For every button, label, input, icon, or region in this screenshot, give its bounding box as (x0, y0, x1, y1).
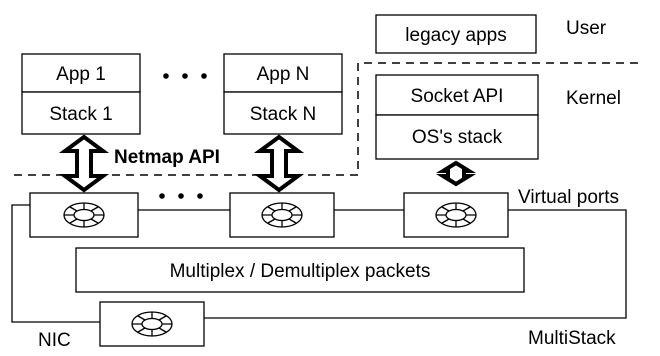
netmap-api-label: Netmap API (114, 147, 220, 168)
fabric-right-line (204, 209, 627, 319)
app-ellipsis (163, 73, 207, 79)
port-ellipsis (159, 193, 203, 199)
virtual-ports-label: Virtual ports (518, 187, 619, 208)
virtual-port-1 (29, 192, 139, 238)
kernel-stack-box: Socket API OS's stack (375, 74, 539, 160)
nic-label: NIC (38, 330, 71, 351)
legacy-apps-label: legacy apps (405, 25, 506, 46)
app-1-label: App 1 (56, 64, 106, 85)
netmap-arrow-right (253, 134, 305, 193)
kernel-domain-label: Kernel (566, 88, 621, 109)
virtual-port-kernel (403, 192, 509, 238)
legacy-apps-box: legacy apps (375, 14, 537, 54)
mux-label: Multiplex / Demultiplex packets (170, 261, 431, 282)
user-kernel-boundary (14, 62, 640, 176)
app-n-label: App N (257, 64, 310, 85)
nic-port (99, 301, 205, 347)
stack-n-label: Stack N (250, 104, 317, 125)
mux-box: Multiplex / Demultiplex packets (75, 247, 525, 293)
app-n-box: App N Stack N (223, 53, 343, 135)
os-stack-arrow (435, 160, 477, 187)
app-1-box: App 1 Stack 1 (21, 53, 141, 135)
user-domain-label: User (566, 18, 607, 39)
virtual-port-n (229, 192, 335, 238)
multistack-label: MultiStack (528, 328, 616, 349)
os-stack-label: OS's stack (412, 127, 503, 148)
stack-1-label: Stack 1 (49, 104, 112, 125)
netmap-arrow-left (58, 134, 110, 193)
fabric-left-line (11, 204, 100, 323)
socket-api-label: Socket API (411, 86, 504, 107)
